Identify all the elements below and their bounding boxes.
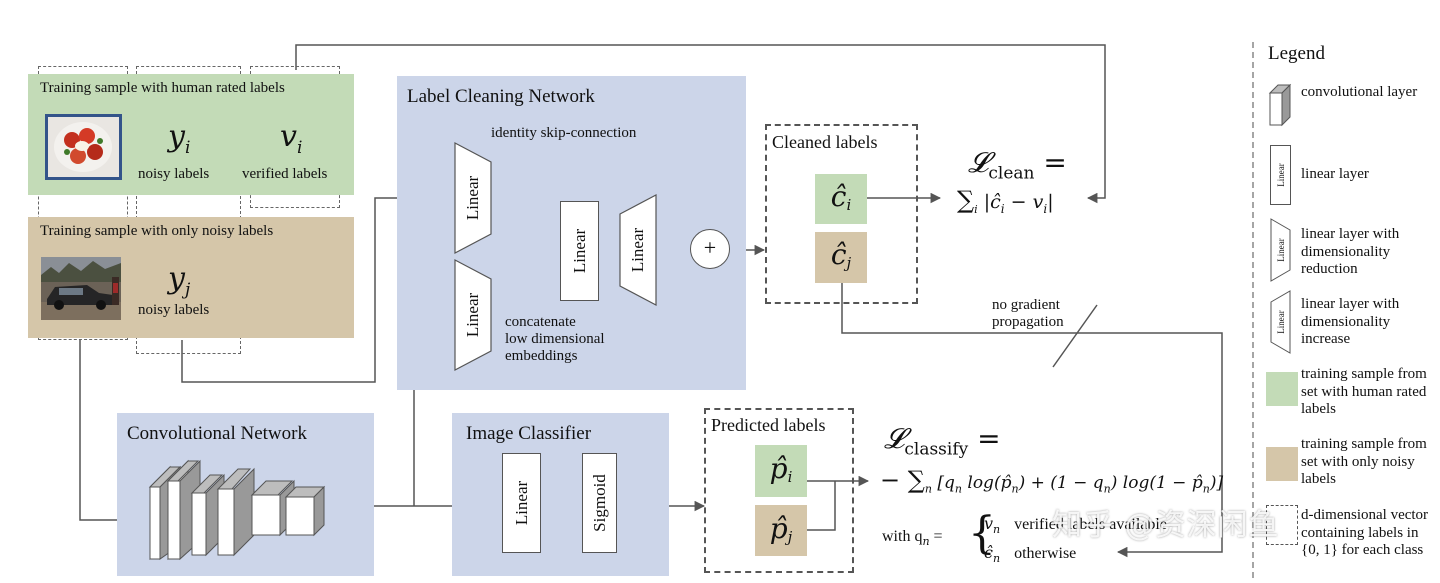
sigmoid-layer: Sigmoid bbox=[582, 453, 617, 553]
linear-layer-legend-icon: Linear bbox=[1270, 145, 1291, 205]
yi-symbol: yi bbox=[168, 119, 191, 158]
cj-box: ĉj bbox=[815, 232, 867, 283]
verified-caption: verified labels bbox=[242, 166, 328, 182]
noisy-sample-title: Training sample with only noisy labels bbox=[40, 223, 274, 239]
food-image bbox=[45, 114, 122, 180]
legend-noisy-text: training sample from set with only noisy… bbox=[1301, 436, 1427, 487]
increase-legend-icon: Linear bbox=[1270, 290, 1291, 354]
car-image bbox=[41, 257, 121, 320]
loss-clean-formula: ∑i |ĉi − vi| bbox=[957, 186, 1054, 216]
add-node: + bbox=[690, 229, 730, 269]
vi-symbol: vi bbox=[280, 119, 303, 158]
reduction-legend-icon: Linear bbox=[1270, 218, 1291, 282]
loss-clean-title: 𝓛clean = bbox=[968, 146, 1067, 184]
loss-classify-title: 𝓛classify = bbox=[884, 422, 1001, 460]
predicted-labels-title: Predicted labels bbox=[711, 415, 826, 435]
legend-vector-text: d-dimensional vector containing labels i… bbox=[1301, 507, 1429, 558]
legend-human-text: training sample from set with human rate… bbox=[1301, 366, 1427, 417]
legend-linear-text: linear layer bbox=[1301, 166, 1369, 182]
legend-conv-text: convolutional layer bbox=[1301, 84, 1418, 100]
noisy-sample-panel: Training sample with only noisy labels y… bbox=[28, 217, 354, 338]
linear-increase: Linear bbox=[619, 194, 657, 306]
linear-reduction-1: Linear bbox=[454, 142, 492, 254]
label-cleaning-title: Label Cleaning Network bbox=[407, 86, 595, 107]
case-verified: vn verified labels available bbox=[984, 514, 1167, 537]
image-classifier-title: Image Classifier bbox=[466, 423, 592, 444]
legend-increase-text: linear layer with dimensionality increas… bbox=[1301, 296, 1400, 347]
no-gradient-label: no gradient propagation bbox=[992, 297, 1064, 330]
sample-dashed-column-2 bbox=[136, 66, 241, 354]
cases-brace: { bbox=[968, 508, 996, 559]
conv-layer-legend-icon bbox=[1268, 83, 1292, 127]
legend-title: Legend bbox=[1268, 43, 1325, 64]
pj-box: p̂j bbox=[755, 505, 807, 556]
classifier-linear-layer: Linear bbox=[502, 453, 541, 553]
legend-reduction-text: linear layer with dimensionality reducti… bbox=[1301, 226, 1400, 277]
noisy-caption: noisy labels bbox=[138, 302, 210, 318]
image-classifier-panel: Image Classifier bbox=[452, 413, 669, 576]
yj-symbol: yj bbox=[168, 261, 191, 300]
ci-box: ĉi bbox=[815, 174, 867, 224]
human-sample-legend-swatch bbox=[1266, 372, 1298, 406]
loss-classify-formula: − ∑n [qn log(p̂n) + (1 − qn) log(1 − p̂n… bbox=[880, 466, 1224, 496]
watermark-text: 知乎 @资深闲鱼 bbox=[1052, 508, 1280, 543]
predicted-labels-box: Predicted labels bbox=[704, 408, 854, 573]
cleaned-labels-title: Cleaned labels bbox=[772, 132, 878, 152]
human-noisy-caption: noisy labels bbox=[138, 166, 210, 182]
sample-dashed-column-1 bbox=[38, 66, 128, 340]
case-otherwise: ĉn otherwise bbox=[984, 543, 1077, 566]
skip-connection-label: identity skip-connection bbox=[491, 125, 637, 141]
noisy-sample-legend-swatch bbox=[1266, 447, 1298, 481]
cleaned-labels-box: Cleaned labels bbox=[765, 124, 918, 304]
concat-label: concatenate low dimensional embeddings bbox=[505, 314, 605, 364]
human-rated-sample-panel: Training sample with human rated labels … bbox=[28, 74, 354, 195]
human-rated-title: Training sample with human rated labels bbox=[40, 80, 285, 96]
conv-layers bbox=[148, 459, 326, 561]
vector-legend-icon bbox=[1266, 505, 1298, 545]
conv-network-title: Convolutional Network bbox=[127, 423, 307, 444]
with-qn-label: with qn = bbox=[882, 528, 943, 549]
pi-box: p̂i bbox=[755, 445, 807, 497]
linear-reduction-2: Linear bbox=[454, 259, 492, 371]
linear-layer-cleaning: Linear bbox=[560, 201, 599, 301]
